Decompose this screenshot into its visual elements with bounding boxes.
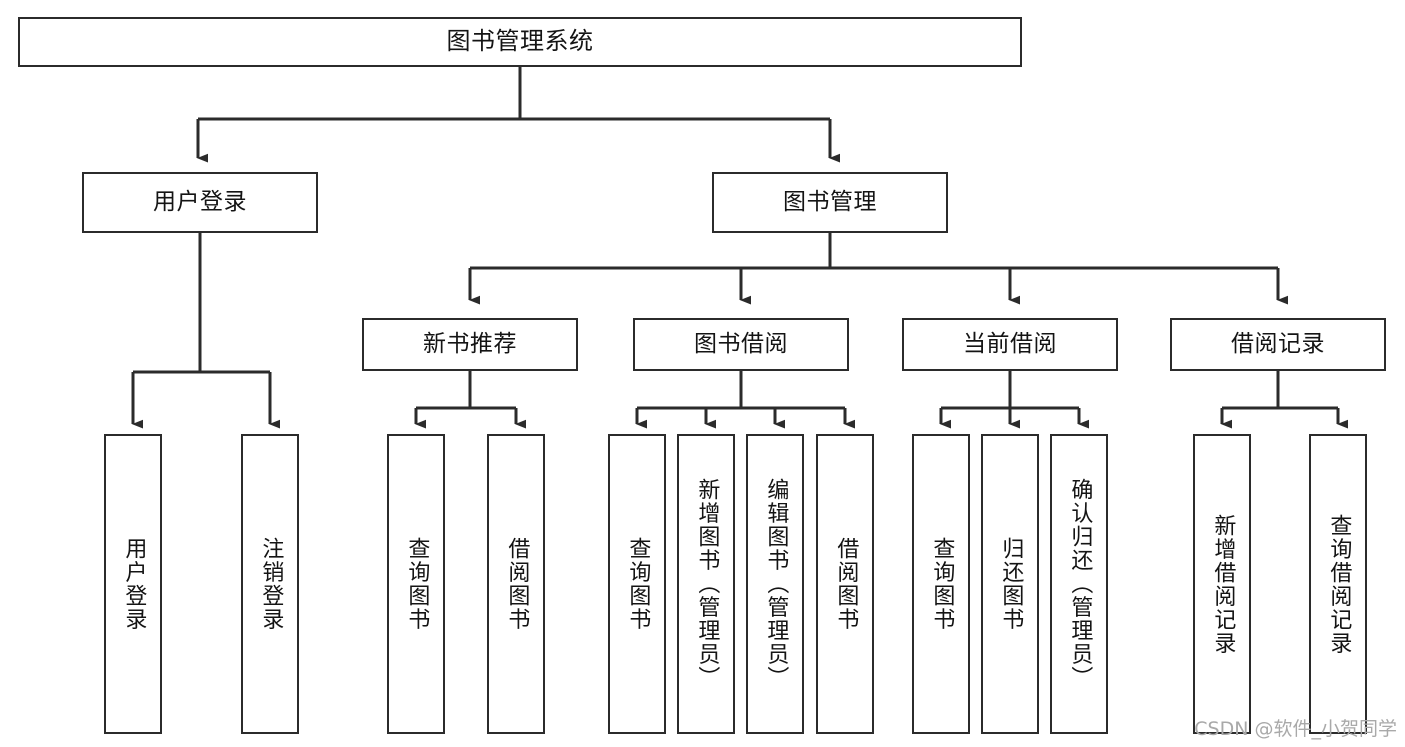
node-label: 新增图书（管理员） [694,478,720,690]
leaf-logout[interactable]: 注销登录 [241,434,299,734]
node-label: 新书推荐 [423,331,517,358]
leaf-confirm-return-admin[interactable]: 确认归还（管理员） [1050,434,1108,734]
leaf-borrow-book[interactable]: 借阅图书 [816,434,874,734]
node-label: 新增借阅记录 [1210,513,1236,655]
node-book-management-system[interactable]: 图书管理系统 [18,17,1022,67]
node-current-borrow[interactable]: 当前借阅 [902,318,1118,371]
leaf-query-book-recommend[interactable]: 查询图书 [387,434,445,734]
watermark-text: CSDN @软件_小贺同学 [1194,718,1397,740]
node-label: 注销登录 [258,537,284,631]
node-new-book-recommend[interactable]: 新书推荐 [362,318,578,371]
node-label: 借阅图书 [504,537,530,631]
node-book-management[interactable]: 图书管理 [712,172,948,233]
leaf-return-book[interactable]: 归还图书 [981,434,1039,734]
node-label: 图书管理系统 [446,27,594,56]
node-user-login[interactable]: 用户登录 [82,172,318,233]
leaf-add-borrow-record[interactable]: 新增借阅记录 [1193,434,1251,734]
node-label: 查询图书 [404,537,430,631]
leaf-query-borrow-record[interactable]: 查询借阅记录 [1309,434,1367,734]
node-label: 用户登录 [153,189,247,216]
node-label: 查询图书 [625,537,651,631]
node-label: 当前借阅 [963,331,1057,358]
node-label: 归还图书 [998,537,1024,631]
node-label: 图书借阅 [694,331,788,358]
node-label: 确认归还（管理员） [1067,478,1093,690]
node-label: 编辑图书（管理员） [763,478,789,690]
node-label: 查询借阅记录 [1326,513,1352,655]
leaf-edit-book-admin[interactable]: 编辑图书（管理员） [746,434,804,734]
node-book-borrow[interactable]: 图书借阅 [633,318,849,371]
node-label: 借阅图书 [833,537,859,631]
node-label: 图书管理 [783,189,877,216]
node-label: 借阅记录 [1231,331,1325,358]
leaf-query-book-current[interactable]: 查询图书 [912,434,970,734]
leaf-borrow-book-recommend[interactable]: 借阅图书 [487,434,545,734]
leaf-query-book-borrow[interactable]: 查询图书 [608,434,666,734]
node-borrow-record[interactable]: 借阅记录 [1170,318,1386,371]
leaf-user-login[interactable]: 用户登录 [104,434,162,734]
node-label: 用户登录 [121,537,147,631]
leaf-add-book-admin[interactable]: 新增图书（管理员） [677,434,735,734]
node-label: 查询图书 [929,537,955,631]
